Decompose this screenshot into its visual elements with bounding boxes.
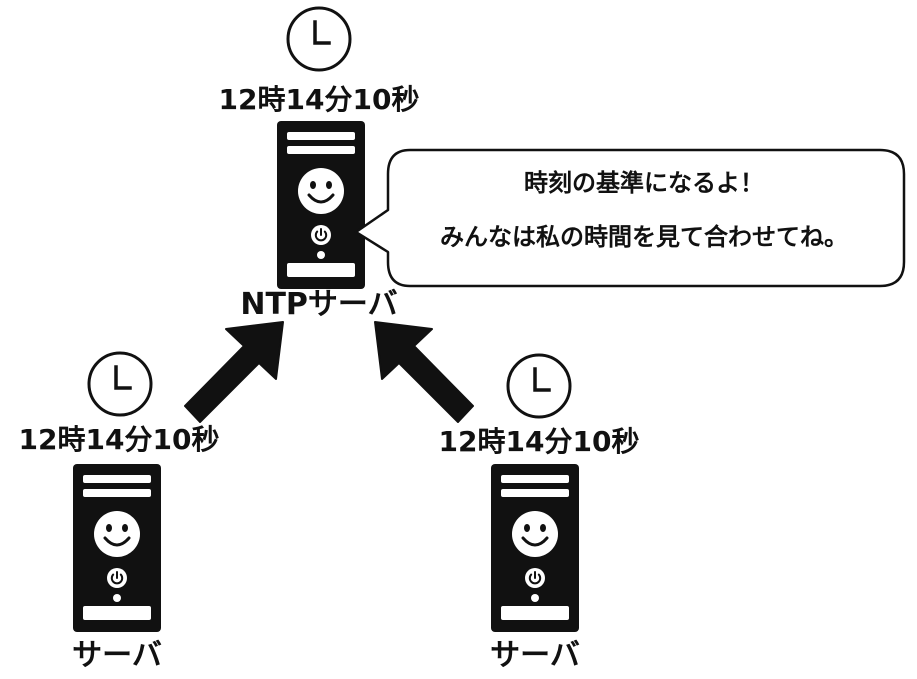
drive-bar [83,489,151,497]
arrow-right-to-ntp-icon [374,321,474,423]
client-left-server-name: サーバ [72,638,162,673]
status-led [317,251,325,259]
speech-bubble [354,148,906,288]
drive-bar [83,475,151,483]
drive-bar [287,146,355,154]
drive-slot [501,606,569,620]
smiley-face-icon [94,511,140,557]
client-right-server-tower [491,464,579,632]
client-left-server-tower [73,464,161,632]
arrow-left-to-ntp-icon [184,321,284,423]
clock-icon [286,6,352,72]
ntp-server-tower [277,121,365,289]
drive-slot [287,263,355,277]
client-right-server-name: サーバ [490,638,580,673]
status-led [113,594,121,602]
client-right-time-label: 12時14分10秒 [438,425,640,458]
drive-bar [287,132,355,140]
power-icon [311,225,331,245]
speech-line-1: 時刻の基準になるよ！ [524,169,764,197]
ntp-time-label: 12時14分10秒 [218,83,420,116]
speech-line-2: みんなは私の時間を見て合わせてね。 [440,223,848,251]
status-led [531,594,539,602]
smiley-face-icon [298,168,344,214]
clock-icon [506,353,572,419]
smiley-face-icon [512,511,558,557]
drive-bar [501,475,569,483]
drive-slot [83,606,151,620]
drive-bar [501,489,569,497]
ntp-server-name: NTPサーバ [240,287,398,322]
power-icon [525,568,545,588]
clock-icon [87,351,153,417]
client-left-time-label: 12時14分10秒 [18,423,220,456]
power-icon [107,568,127,588]
